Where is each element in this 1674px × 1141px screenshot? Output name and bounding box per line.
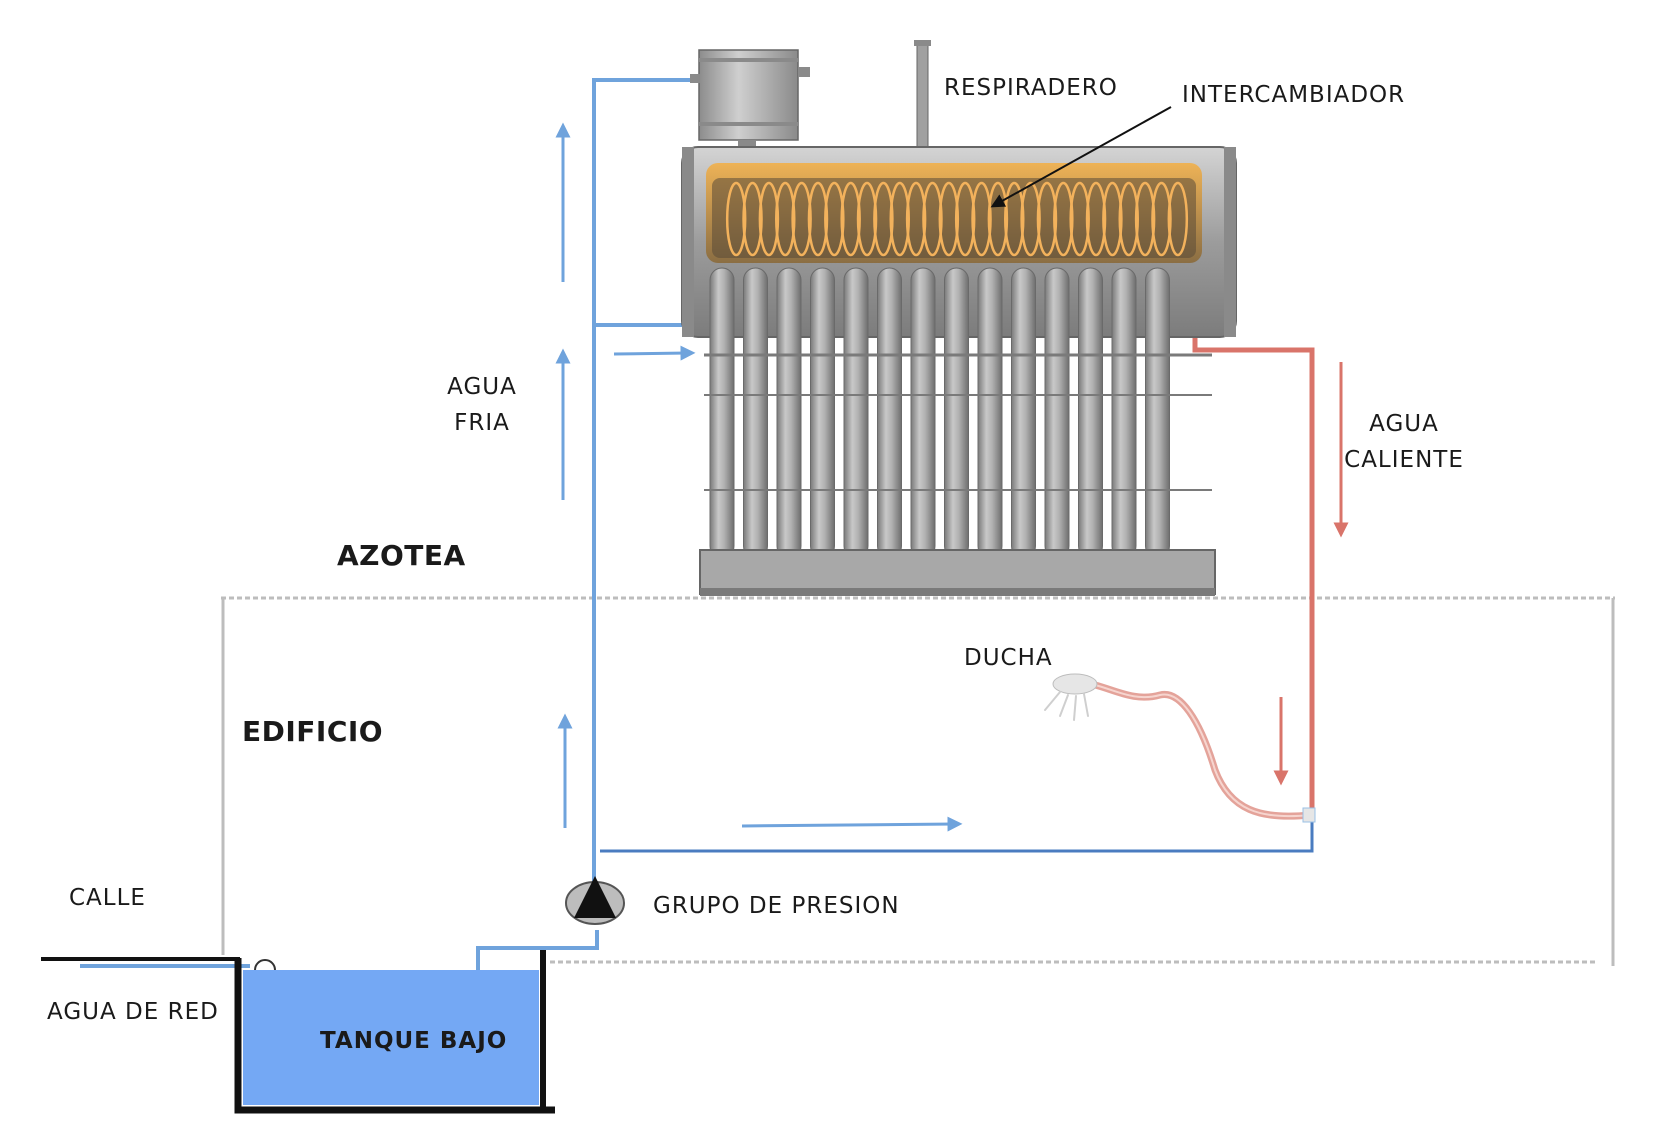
expansion-tank — [690, 49, 810, 152]
agua-caliente-label-line2: CALIENTE — [1344, 447, 1464, 473]
hot-water-pipe — [1192, 265, 1315, 812]
exchanger-coil — [725, 181, 747, 257]
exchanger-coil — [1151, 181, 1172, 257]
calle-label: CALLE — [69, 885, 146, 911]
heat-exchanger — [706, 163, 1202, 263]
exchanger-coil — [775, 181, 796, 257]
vacuum-tubes — [709, 267, 1170, 559]
vacuum-tube — [1145, 267, 1170, 559]
exchanger-coil — [1053, 181, 1074, 257]
vacuum-tube — [810, 267, 835, 559]
agua-fria-label-line1: AGUA — [447, 374, 517, 400]
exchanger-coil — [791, 181, 812, 257]
vacuum-tube — [877, 267, 902, 559]
vacuum-tube — [944, 267, 969, 559]
exchanger-coil — [758, 181, 780, 257]
exchanger-coil — [873, 181, 894, 257]
exchanger-coil — [840, 181, 861, 257]
ducha-label: DUCHA — [964, 645, 1053, 671]
exchanger-coil — [1102, 181, 1123, 257]
exchanger-coil — [1036, 181, 1058, 257]
vacuum-tube — [1078, 267, 1103, 559]
vacuum-tube — [1044, 267, 1070, 559]
intercambiador-label: INTERCAMBIADOR — [1182, 82, 1406, 108]
tanque-bajo-label: TANQUE BAJO — [320, 1028, 508, 1054]
vacuum-tube — [1011, 267, 1036, 559]
exchanger-coil — [971, 181, 992, 257]
respiradero-label: RESPIRADERO — [944, 75, 1118, 101]
grupo-presion-label: GRUPO DE PRESION — [653, 893, 900, 919]
exchanger-coil — [954, 181, 976, 257]
exchanger-coil — [1069, 181, 1090, 257]
cold-water-pipes — [476, 78, 718, 970]
pressure-pump — [565, 876, 625, 925]
agua-caliente-label-line1: AGUA — [1369, 411, 1439, 437]
exchanger-coil — [824, 181, 845, 257]
exchanger-coil — [905, 181, 927, 257]
exchanger-coil — [1004, 181, 1025, 257]
intercambiador-pointer — [990, 106, 1172, 208]
exchanger-coil — [1020, 181, 1041, 257]
vacuum-tube — [1111, 267, 1137, 559]
cold-feed-line — [600, 820, 1314, 853]
exchanger-coil — [938, 181, 960, 257]
vacuum-tube — [977, 267, 1003, 559]
exchanger-coil — [742, 181, 763, 257]
agua-red-label: AGUA DE RED — [47, 999, 219, 1025]
exchanger-coil — [1167, 181, 1189, 257]
exchanger-coil — [1118, 181, 1139, 257]
shower — [1044, 673, 1316, 823]
vacuum-tube — [843, 267, 869, 559]
vacuum-tube — [709, 267, 735, 559]
exchanger-coil — [922, 181, 943, 257]
exchanger-coil — [987, 181, 1009, 257]
exchanger-coil — [889, 181, 910, 257]
flow-arrows — [555, 122, 1349, 832]
collector-frame — [699, 353, 1216, 596]
vacuum-tube — [776, 267, 802, 559]
vacuum-tube — [910, 267, 936, 559]
vacuum-tube — [743, 267, 768, 559]
exchanger-coil — [1134, 181, 1156, 257]
agua-fria-label-line2: FRIA — [454, 410, 510, 436]
edificio-label: EDIFICIO — [242, 715, 384, 748]
low-tank — [234, 950, 555, 1114]
exchanger-coil — [1085, 181, 1107, 257]
exchanger-coil — [856, 181, 878, 257]
building-outline — [221, 596, 1615, 966]
azotea-label: AZOTEA — [337, 539, 466, 572]
exchanger-coil — [807, 181, 829, 257]
vent-pipe — [914, 40, 931, 148]
